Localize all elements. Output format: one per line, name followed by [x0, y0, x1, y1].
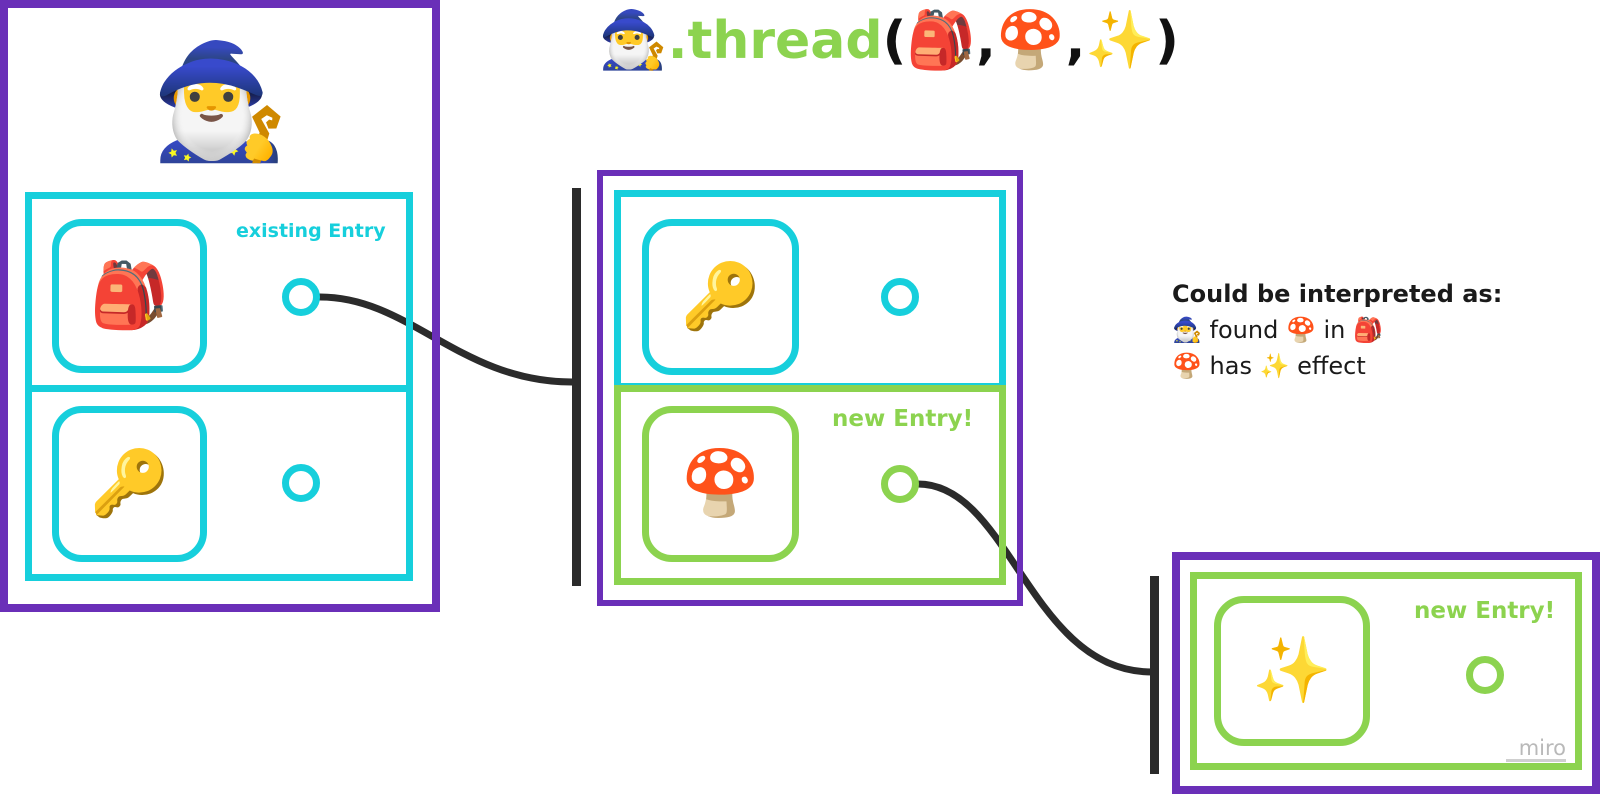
thread-method: .thread [667, 11, 883, 71]
key-icon: 🔑 [89, 447, 170, 521]
key-icon: 🔑 [680, 260, 761, 334]
note-line: 🧙‍♂️ found 🍄 in 🎒 [1172, 312, 1552, 348]
sparkles-cell: ✨ [1214, 596, 1370, 746]
thread-call-title: 🧙‍♂️ .thread ( 🎒 , 🍄 , ✨ ) [598, 6, 1179, 76]
note-text: found [1201, 316, 1286, 344]
entry-port [282, 278, 320, 316]
block2-frame [597, 170, 1023, 606]
entry-port [1466, 656, 1504, 694]
close-paren: ) [1155, 11, 1179, 71]
backpack-icon: 🎒 [89, 259, 170, 333]
entry-port [881, 465, 919, 503]
note-line: 🍄 has ✨ effect [1172, 348, 1552, 384]
note-text: in [1315, 316, 1353, 344]
sparkles-icon: ✨ [1259, 352, 1290, 380]
mushroom-icon: 🍄 [995, 8, 1066, 73]
separator: , [976, 11, 996, 71]
block2-bracket [572, 188, 581, 586]
mushroom-icon: 🍄 [680, 447, 761, 521]
mushroom-cell: 🍄 [642, 406, 799, 562]
entry-port [282, 464, 320, 502]
backpack-cell: 🎒 [52, 219, 207, 373]
existing-entry-label: existing Entry [236, 220, 386, 242]
wizard-icon: 🧙‍♂️ [1172, 316, 1202, 344]
note-heading: Could be interpreted as: [1172, 280, 1503, 308]
mushroom-icon: 🍄 [1285, 316, 1316, 344]
interpretation-note: Could be interpreted as: 🧙‍♂️ found 🍄 in… [1172, 276, 1552, 384]
key-cell: 🔑 [52, 406, 207, 562]
entry-mushroom [614, 385, 1006, 585]
new-entry-label: new Entry! [832, 406, 974, 432]
block3-frame [1172, 552, 1600, 794]
open-paren: ( [882, 11, 907, 71]
wizard-icon: 🧙‍♂️ [150, 37, 290, 167]
new-entry-label: new Entry! [1414, 598, 1556, 624]
entry-port [881, 278, 919, 316]
entry-key [25, 385, 413, 581]
note-text: effect [1289, 352, 1366, 380]
entry-sparkles [1190, 572, 1582, 770]
key-cell: 🔑 [642, 219, 799, 375]
wizard-block [0, 0, 440, 612]
mushroom-icon: 🍄 [1172, 352, 1202, 380]
block3-bracket [1150, 576, 1159, 774]
backpack-icon: 🎒 [906, 8, 977, 73]
separator: , [1065, 11, 1086, 71]
note-text: has [1201, 352, 1260, 380]
wizard-icon: 🧙‍♂️ [598, 8, 668, 73]
connector-mushroom-to-block3 [914, 480, 1156, 676]
backpack-icon: 🎒 [1352, 316, 1383, 344]
sparkles-icon: ✨ [1085, 8, 1156, 73]
sparkles-icon: ✨ [1252, 634, 1332, 708]
miro-watermark: miro [1506, 736, 1566, 762]
